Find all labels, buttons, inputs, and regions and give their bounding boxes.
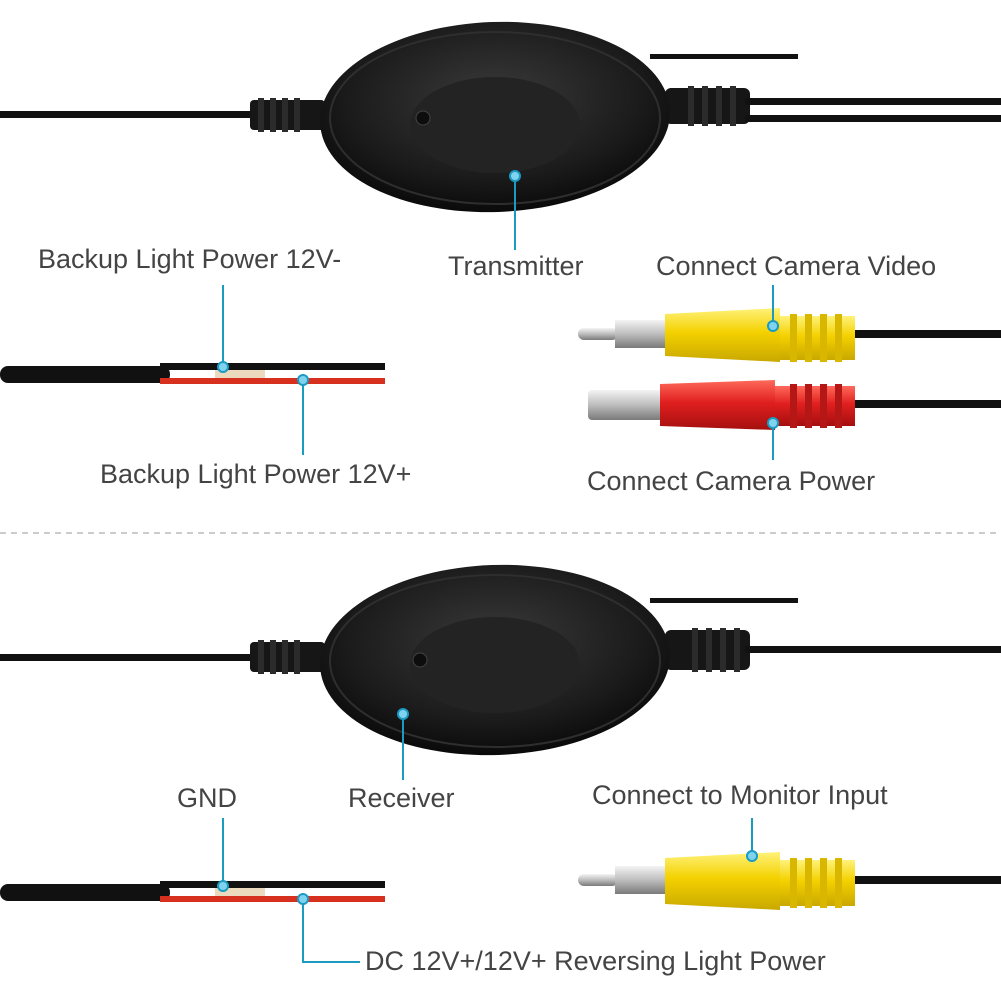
backup-neg-pointer	[217, 285, 229, 373]
transmitter-pointer	[509, 170, 521, 250]
receiver-module	[320, 564, 670, 756]
rca-plug-icon	[578, 852, 1001, 910]
transmitter-left-strain-relief	[250, 98, 325, 132]
dc-pointer	[297, 893, 360, 963]
led-indicator-icon	[412, 652, 428, 668]
backup-neg-label: Backup Light Power 12V-	[38, 244, 341, 274]
receiver-label: Receiver	[348, 783, 455, 813]
gnd-label: GND	[177, 783, 237, 813]
rca-plug-icon	[578, 308, 1001, 362]
power-wires	[0, 881, 385, 902]
gnd-pointer	[217, 818, 229, 892]
transmitter-label: Transmitter	[448, 251, 584, 281]
receiver-right-strain-relief	[665, 628, 750, 672]
monitor-input-label: Connect to Monitor Input	[592, 780, 888, 810]
dc-plug-icon	[588, 380, 1001, 430]
backup-pos-pointer	[297, 374, 309, 455]
receiver-cables	[0, 598, 1001, 674]
power-pointer	[767, 417, 779, 460]
dc-power-label: DC 12V+/12V+ Reversing Light Power	[365, 946, 826, 976]
camera-video-label: Connect Camera Video	[656, 251, 936, 281]
backup-light-wires	[0, 363, 385, 384]
camera-power-label: Connect Camera Power	[587, 466, 875, 496]
transmitter-cables	[0, 54, 1001, 132]
monitor-pointer	[746, 818, 758, 862]
receiver-left-strain-relief	[250, 640, 325, 674]
receiver-pointer	[397, 708, 409, 780]
video-pointer	[767, 285, 779, 332]
backup-pos-label: Backup Light Power 12V+	[100, 459, 411, 489]
transmitter-right-strain-relief	[665, 86, 750, 126]
transmitter-module	[320, 21, 670, 213]
led-indicator-icon	[415, 110, 431, 126]
